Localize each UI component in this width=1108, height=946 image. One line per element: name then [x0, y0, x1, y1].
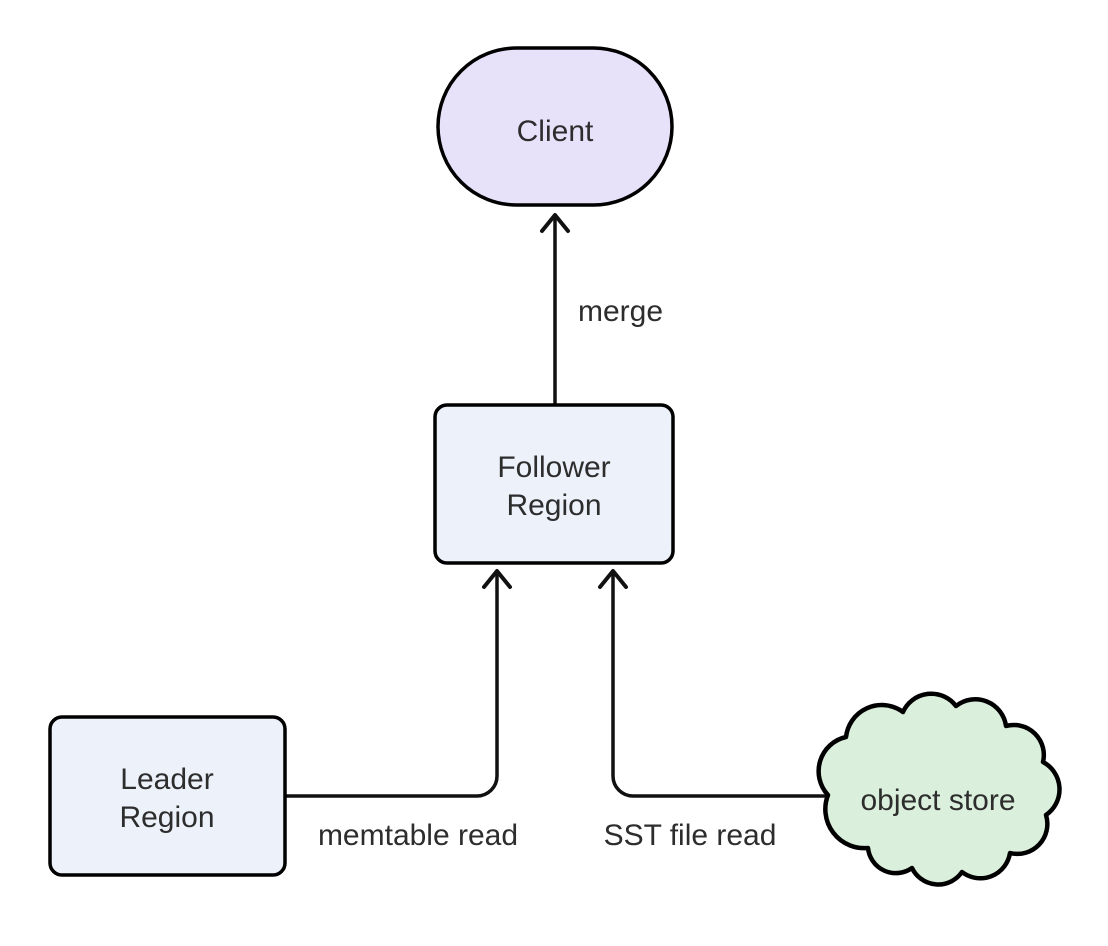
client-label: Client: [517, 115, 594, 148]
node-follower-region: Follower Region: [433, 403, 675, 565]
object-store-cloud-icon: [816, 691, 1062, 887]
edge-sst-file-read: [598, 569, 826, 798]
client-shape: [436, 46, 674, 207]
follower-region-label-line2: Region: [506, 489, 601, 522]
leader-region-label-line1: Leader: [120, 763, 213, 796]
follower-region-label-line1: Follower: [497, 451, 610, 484]
edge-merge-arrowhead-icon: [540, 213, 570, 233]
follower-region-shape: [433, 403, 675, 565]
object-store-label: object store: [860, 784, 1015, 817]
node-client: Client: [436, 46, 674, 207]
edge-merge: [540, 213, 570, 405]
edge-label-memtable-read: memtable read: [318, 819, 518, 852]
edge-memtable-read: [285, 569, 512, 798]
edge-memtable-read-arrowhead-icon: [482, 569, 512, 589]
leader-region-shape: [48, 715, 287, 877]
edge-sst-file-read-line: [611, 573, 826, 798]
edge-memtable-read-line: [285, 573, 499, 798]
leader-region-label-line2: Region: [119, 801, 214, 834]
node-object-store: object store: [816, 691, 1062, 887]
edge-sst-file-read-arrowhead-icon: [598, 569, 628, 589]
edge-label-sst-file-read: SST file read: [604, 819, 777, 852]
edge-label-merge: merge: [578, 295, 663, 328]
node-leader-region: Leader Region: [48, 715, 287, 877]
